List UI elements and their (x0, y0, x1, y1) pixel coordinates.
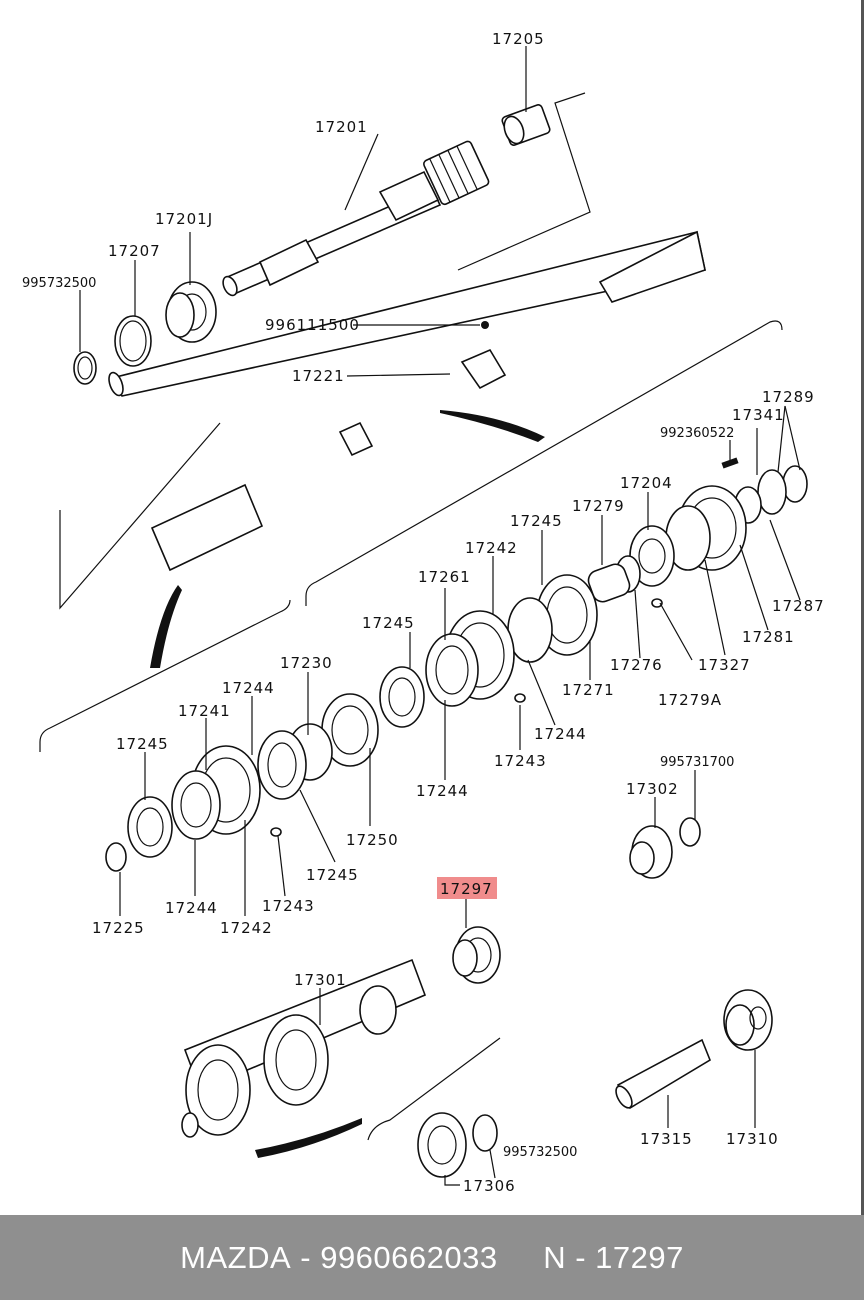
gear-17230 (257, 723, 333, 800)
label-17289: 17289 (762, 388, 815, 406)
counter-shaft (181, 958, 427, 1138)
label-17245-a: 17245 (510, 512, 563, 530)
ball-bearing-17297 (452, 926, 501, 984)
footer-part-number: 9960662033 (320, 1239, 498, 1275)
snap-ring-995732500-lower (472, 1114, 498, 1152)
ring-17245-low (127, 796, 173, 858)
label-995731700: 995731700 (660, 755, 734, 770)
label-17327: 17327 (698, 656, 751, 674)
label-17297: 17297 (440, 880, 493, 898)
label-17281: 17281 (742, 628, 795, 646)
label-17245-b: 17245 (362, 614, 415, 632)
label-17225: 17225 (92, 919, 145, 937)
ring-17245-mid (379, 666, 425, 728)
label-17244-c: 17244 (222, 679, 275, 697)
label-17244-b: 17244 (416, 782, 469, 800)
label-17230: 17230 (280, 654, 333, 672)
label-17310: 17310 (726, 1130, 779, 1148)
snap-ring-17225 (105, 842, 127, 872)
label-17302: 17302 (626, 780, 679, 798)
label-17221: 17221 (292, 367, 345, 385)
ball-bearing-17201j (165, 281, 217, 343)
label-17287: 17287 (772, 597, 825, 615)
gear-17310 (723, 989, 773, 1051)
label-17250: 17250 (346, 831, 399, 849)
label-17201: 17201 (315, 118, 368, 136)
input-shaft (222, 140, 490, 297)
label-995732500: 995732500 (22, 276, 96, 291)
snap-ring-995731700 (679, 817, 701, 847)
label-17242-b: 17242 (220, 919, 273, 937)
snap-ring-17207 (114, 315, 152, 367)
label-17279a: 17279A (658, 691, 722, 709)
ball-996111500 (481, 321, 489, 329)
shaft-17315 (615, 1038, 711, 1110)
label-17306: 17306 (463, 1177, 516, 1195)
gear-17250 (321, 693, 379, 767)
footer-brand: MAZDA (180, 1239, 292, 1275)
label-17301: 17301 (294, 971, 347, 989)
label-17204: 17204 (620, 474, 673, 492)
label-17201j: 17201J (155, 210, 213, 228)
ball-bearing-17306 (417, 1112, 467, 1178)
label-17315: 17315 (640, 1130, 693, 1148)
footer-separator: - (291, 1239, 321, 1275)
label-17242-a: 17242 (465, 539, 518, 557)
highlight-box (437, 877, 497, 899)
synchro-hub-17241 (171, 745, 261, 840)
gear-17302 (629, 825, 673, 879)
footer-ref: N - 17297 (543, 1239, 684, 1275)
label-995732500-lower: 995732500 (503, 1145, 577, 1160)
label-992360522: 992360522 (660, 426, 734, 441)
main-shaft (108, 230, 706, 572)
label-996111500: 996111500 (265, 316, 360, 334)
label-17244-a: 17244 (534, 725, 587, 743)
label-17245-d: 17245 (306, 866, 359, 884)
direction-arrow (440, 410, 545, 442)
synchro-hub-17261 (425, 610, 515, 707)
gear-17271 (507, 574, 598, 663)
label-17271: 17271 (562, 681, 615, 699)
parts-diagram: 17205 17201 17201J 17207 995732500 99611… (22, 30, 825, 1195)
label-17244-d: 17244 (165, 899, 218, 917)
footer-bar: MAZDA - 9960662033 N - 17297 (0, 1215, 864, 1300)
label-17276: 17276 (610, 656, 663, 674)
label-17245-c: 17245 (116, 735, 169, 753)
label-17205: 17205 (492, 30, 545, 48)
gear-17204 (665, 485, 747, 571)
label-17243-a: 17243 (494, 752, 547, 770)
label-17261: 17261 (418, 568, 471, 586)
label-17207: 17207 (108, 242, 161, 260)
label-17241: 17241 (178, 702, 231, 720)
label-17243-b: 17243 (262, 897, 315, 915)
needle-bearing-17205 (501, 104, 551, 146)
label-17341: 17341 (732, 406, 785, 424)
bearing-17276 (587, 525, 675, 603)
label-17279: 17279 (572, 497, 625, 515)
